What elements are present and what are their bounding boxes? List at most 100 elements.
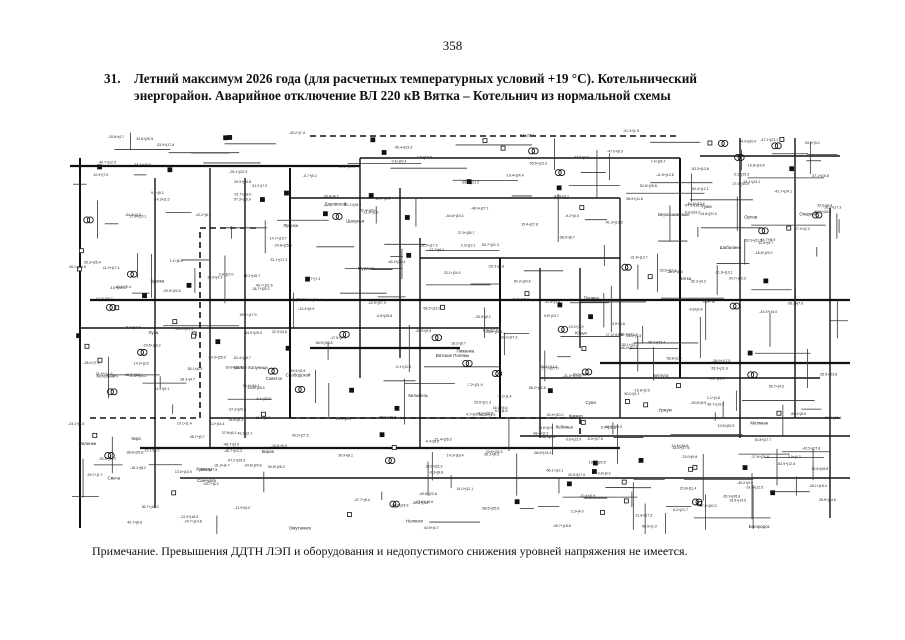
flow-value-label: -37.8+j24.4 xyxy=(303,298,321,302)
flow-value-label: 5.9+j20.1 xyxy=(601,425,616,429)
transformer-symbol xyxy=(342,330,350,338)
switch-symbol xyxy=(557,302,563,308)
substation-label: Кирс xyxy=(132,436,142,441)
flow-value-label: -10.4+j0.9 xyxy=(579,494,595,498)
flow-value-label: 19.1+j12.7 xyxy=(573,373,590,377)
flow-value-label: 18.1+j8.7 xyxy=(451,341,466,345)
flow-value-label: 21.8+j27.5 xyxy=(635,514,652,518)
flow-value-label: -0.4+j5.0 xyxy=(425,439,439,443)
flow-value-label: 49.3+j2.1 xyxy=(237,432,252,436)
flow-value-label: 20.9+j20.8 xyxy=(234,180,251,184)
heading-line-1: Летний максимум 2026 года (для расчетных… xyxy=(134,71,697,86)
switch-symbol xyxy=(114,305,120,311)
switch-symbol xyxy=(171,490,177,496)
flow-value-label: 12.8+j0.7 xyxy=(758,241,773,245)
flow-value-label: 38.4+j21.1 xyxy=(620,333,637,337)
switch-symbol xyxy=(215,339,221,345)
flow-value-label: 54.9+j3.0 xyxy=(805,141,820,145)
flow-value-label: 15.5+j26.4 xyxy=(814,210,831,214)
flow-value-label: 43.2+j27.5 xyxy=(292,433,309,437)
flow-value-label: -52.9+j21.5 xyxy=(744,239,762,243)
switch-symbol xyxy=(97,357,103,363)
flow-value-label: 44.7+j8.9 xyxy=(761,238,776,242)
flow-value-label: -24.6+j29.6 xyxy=(244,464,262,468)
flow-value-label: 52.0+j27.3 xyxy=(501,335,518,339)
flow-value-label: -1.5+j12.9 xyxy=(416,156,432,160)
flow-value-label: -44.5+j25.9 xyxy=(244,331,262,335)
switch-symbol xyxy=(406,252,412,258)
switch-symbol xyxy=(305,276,310,282)
flow-value-label: -17.6+j21.8 xyxy=(751,455,769,459)
flow-value-label: -13.4+j16.6 xyxy=(670,444,688,448)
transformer-symbol xyxy=(729,302,737,310)
flow-value-label: -30.0+j21.2 xyxy=(461,180,479,184)
switch-symbol xyxy=(779,137,785,142)
flow-value-label: -17.5+j2.4 xyxy=(330,336,346,340)
flow-value-label: 52.6+j28.8 xyxy=(640,184,657,188)
flow-value-label: -37.5+j20.3 xyxy=(698,504,716,508)
transformer-symbol xyxy=(815,211,823,219)
flow-value-label: -16.6+j9.5 xyxy=(271,444,287,448)
switch-symbol xyxy=(581,346,587,352)
footnote: Примечание. Превышения ДДТН ЛЭП и оборуд… xyxy=(92,544,688,558)
transformer-symbol xyxy=(388,457,396,465)
transformer-symbol xyxy=(581,368,589,376)
flow-value-label: 15.2+j16.1 xyxy=(825,416,842,420)
flow-value-label: -22.9+j16.5 xyxy=(180,515,198,519)
substation-label: Советск xyxy=(266,376,282,381)
flow-value-label: -30.8+j2.0 xyxy=(412,501,428,505)
flow-value-label: -23.6+j18.6 xyxy=(415,500,433,504)
flow-value-label: -21.4+j26.5 xyxy=(434,437,452,441)
flow-value-label: 59.1+j17.9 xyxy=(240,313,257,317)
switch-symbol xyxy=(692,464,698,470)
flow-value-label: -31.0+j4.7 xyxy=(214,464,230,468)
flow-value-label: -43.7+j6.2 xyxy=(203,482,219,486)
flow-value-label: -58.5+j25.6 xyxy=(481,506,499,510)
transformer-symbol xyxy=(531,147,539,155)
flow-value-label: 9.1+j5.2 xyxy=(151,191,164,195)
flow-value-label: 16.1+j5.5 xyxy=(493,406,508,410)
transformer-symbol xyxy=(109,303,117,311)
flow-value-label: 55.7+j22.4 xyxy=(648,340,665,344)
flow-value-label: -6.8+j15.0 xyxy=(709,377,725,381)
flow-value-label: 19.3+j20.5 xyxy=(589,461,606,465)
transformer-symbol xyxy=(624,263,632,271)
transformer-symbol xyxy=(271,367,279,375)
flow-value-label: 24.8+j20.5 xyxy=(136,137,153,141)
switch-symbol xyxy=(84,343,90,349)
flow-value-label: 57.5+j26.2 xyxy=(130,374,147,378)
flow-value-label: 7.7+j24.2 xyxy=(289,297,304,301)
flow-value-label: -18.1+j8.2 xyxy=(130,466,146,470)
flow-value-label: 56.2+j22.6 xyxy=(529,386,546,390)
flow-value-label: 38.4+j21.8 xyxy=(541,365,558,369)
flow-value-label: 9.9+j24.7 xyxy=(544,314,559,318)
transformer-symbol xyxy=(435,334,443,342)
transformer-symbol xyxy=(558,169,566,177)
flow-value-label: 1.1+j3.8 xyxy=(707,396,720,400)
flow-value-label: -40.8+j22.8 xyxy=(419,492,437,496)
flow-value-label: 2.3+j12.1 xyxy=(461,244,476,248)
flow-value-label: -20.3+j8.8 xyxy=(488,265,504,269)
switch-symbol xyxy=(404,215,410,220)
transformer-symbol xyxy=(734,154,742,161)
flow-value-label: -25.9+j15.1 xyxy=(485,330,503,334)
flow-value-label: 32.3+j3.8 xyxy=(272,330,287,334)
flow-value-label: 51.7+j18.0 xyxy=(235,193,252,197)
flow-value-label: -40.6+j15.2 xyxy=(511,297,529,301)
switch-symbol xyxy=(379,432,385,438)
switch-symbol xyxy=(747,350,753,356)
flow-value-label: -26.9+j17.3 xyxy=(823,206,841,210)
flow-value-label: -42.0+j25.0 xyxy=(208,355,226,359)
flow-value-label: -2.2+j25.9 xyxy=(733,172,749,176)
flow-value-label: -24.5+j28.2 xyxy=(143,344,161,348)
flow-value-label: -56.1+j12.1 xyxy=(545,469,563,473)
flow-value-label: 9.0+j4.8 xyxy=(495,409,508,413)
flow-value-label: 35.3+j25.4 xyxy=(84,260,101,264)
flow-value-label: -19.5+j12.5 xyxy=(745,485,763,489)
flow-value-label: 6.2+j21.7 xyxy=(673,508,688,512)
flow-value-label: -48.7+j3.9 xyxy=(223,443,239,447)
flow-value-label: 44.9+j20.0 xyxy=(739,140,756,144)
transformer-symbol xyxy=(384,457,392,465)
switch-symbol xyxy=(76,266,82,272)
substation-label: Шахунья xyxy=(346,219,365,224)
